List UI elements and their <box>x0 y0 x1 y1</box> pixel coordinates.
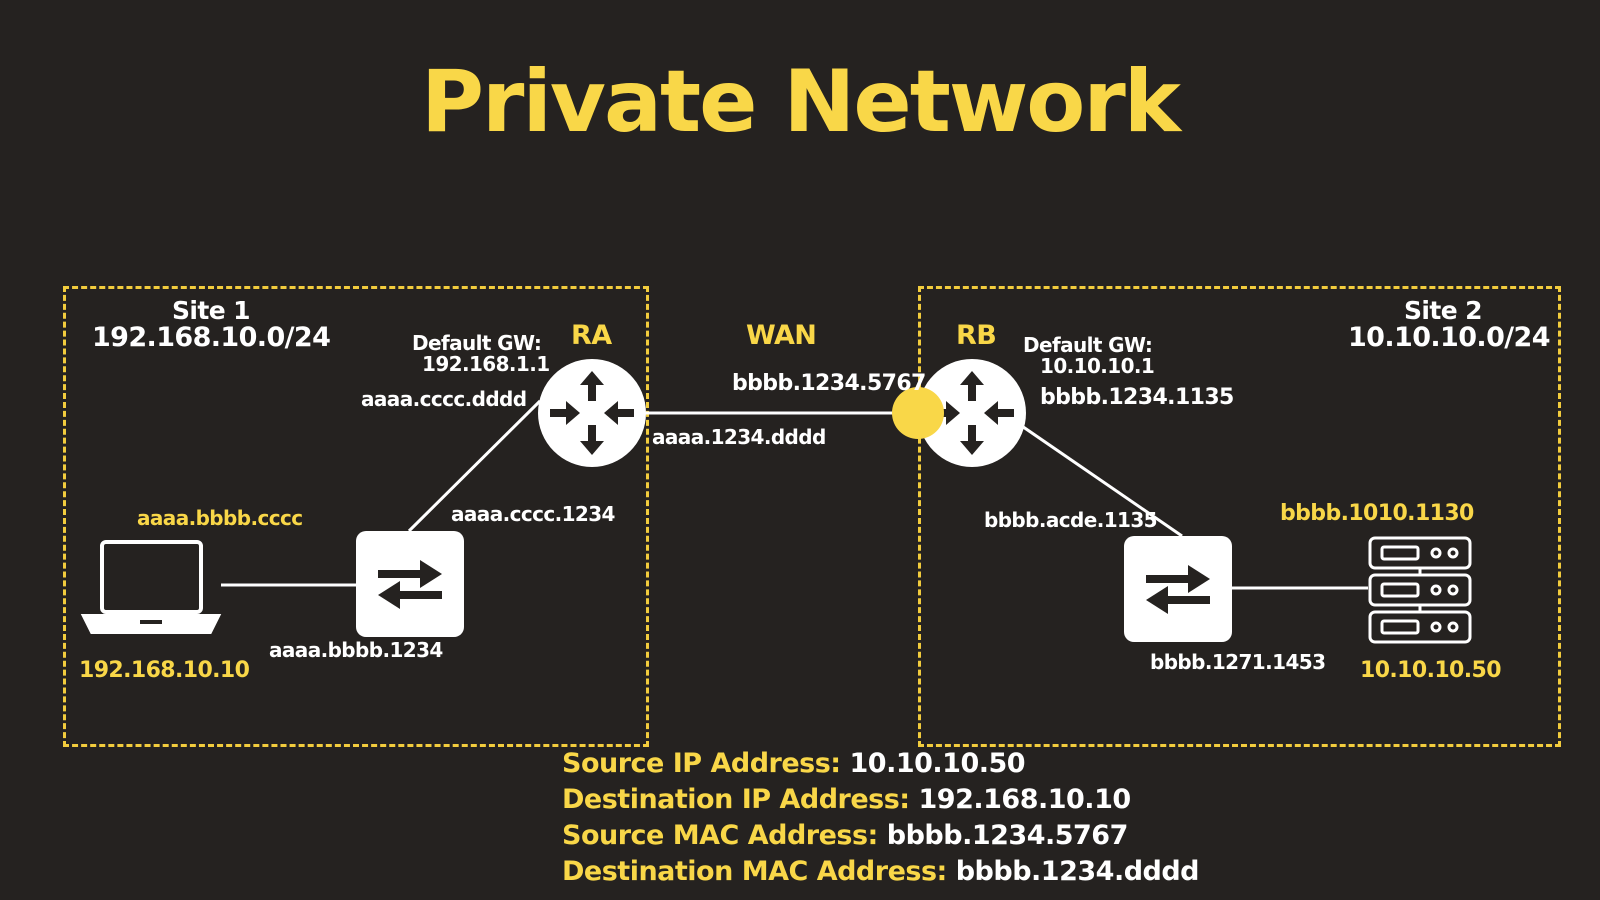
laptop-mac: aaaa.bbbb.cccc <box>137 506 303 530</box>
link-rb-switch <box>1015 420 1183 538</box>
switch1-router-port-mac: aaaa.cccc.1234 <box>451 502 615 526</box>
switch2-router-port-mac: bbbb.acde.1135 <box>984 508 1158 532</box>
switch2-server-port-mac: bbbb.1271.1453 <box>1150 650 1326 674</box>
ra-default-gw-label: Default GW: <box>412 331 542 355</box>
site1-name: Site 1 <box>172 296 251 325</box>
laptop-ip: 192.168.10.10 <box>79 658 250 683</box>
site1-subnet: 192.168.10.0/24 <box>92 322 331 353</box>
server-ip: 10.10.10.50 <box>1360 658 1502 683</box>
link-switch-ra <box>407 399 542 533</box>
router-ra-name: RA <box>571 320 612 351</box>
wan-label: WAN <box>746 320 817 351</box>
site1-boundary <box>63 286 649 747</box>
ra-default-gw-ip: 192.168.1.1 <box>422 352 550 376</box>
rb-lan-mac: bbbb.1234.1135 <box>1040 385 1234 410</box>
packet-destination-ip: Destination IP Address: 192.168.10.10 <box>562 784 1131 815</box>
router-ra-icon <box>538 359 646 467</box>
server-mac: bbbb.1010.1130 <box>1280 501 1474 526</box>
ra-wan-mac: aaaa.1234.dddd <box>652 425 826 449</box>
packet-source-mac: Source MAC Address: bbbb.1234.5767 <box>562 820 1128 851</box>
laptop-icon <box>80 540 222 634</box>
packet-source-ip: Source IP Address: 10.10.10.50 <box>562 748 1026 779</box>
site2-name: Site 2 <box>1404 296 1483 325</box>
rb-default-gw-ip: 10.10.10.1 <box>1040 354 1155 378</box>
rb-wan-interface-highlight <box>892 387 944 439</box>
rb-default-gw-label: Default GW: <box>1023 333 1153 357</box>
packet-summary: Source IP Address: 10.10.10.50 Destinati… <box>562 746 1200 890</box>
switch-site1-icon <box>356 531 464 637</box>
rb-wan-mac: bbbb.1234.5767 <box>732 371 926 396</box>
switch-site2-icon <box>1124 536 1232 642</box>
packet-destination-mac: Destination MAC Address: bbbb.1234.dddd <box>562 856 1200 887</box>
site2-subnet: 10.10.10.0/24 <box>1348 322 1551 353</box>
router-rb-name: RB <box>956 320 997 351</box>
site2-boundary <box>918 286 1561 747</box>
diagram-title: Private Network <box>421 52 1181 152</box>
switch1-pc-port-mac: aaaa.bbbb.1234 <box>269 638 443 662</box>
server-icon <box>1368 536 1472 644</box>
router-rb-icon <box>918 359 1026 467</box>
ra-lan-mac: aaaa.cccc.dddd <box>361 387 527 411</box>
